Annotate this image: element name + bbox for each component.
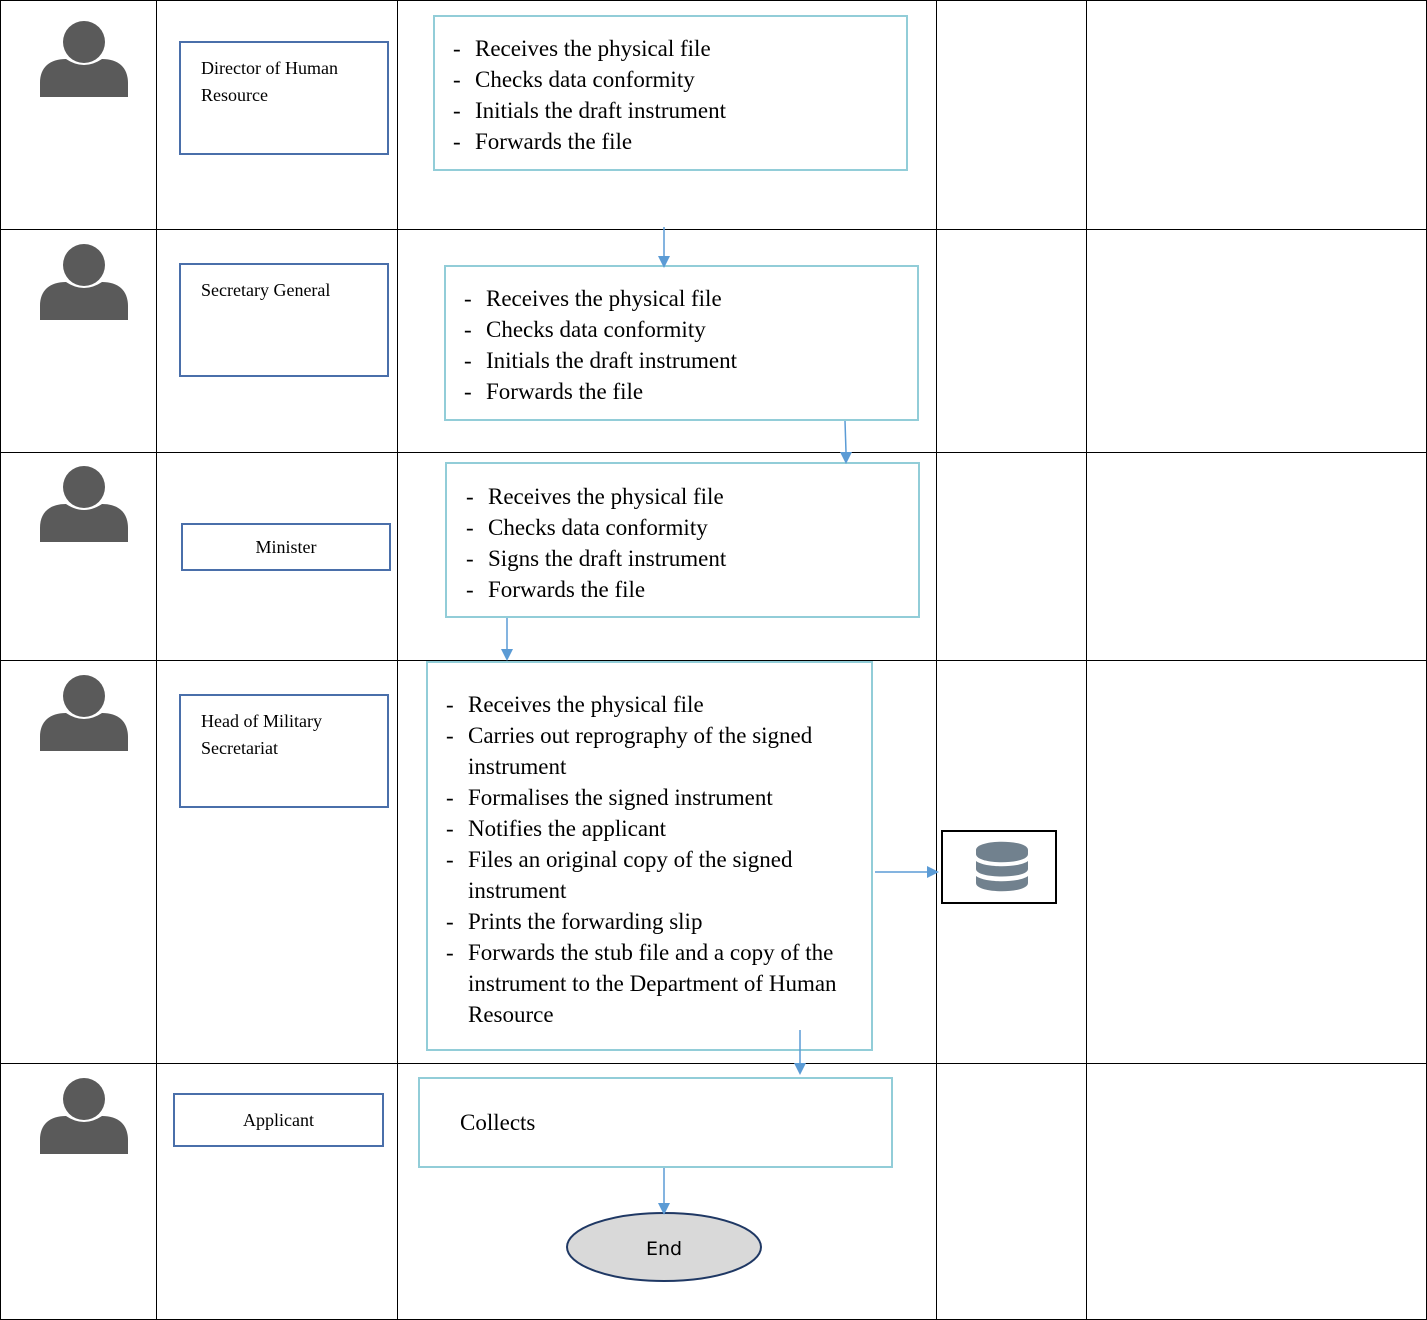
step-item: Forwards the file	[464, 376, 917, 407]
person-icon	[40, 466, 128, 542]
database-icon	[976, 841, 1028, 892]
grid-line	[0, 452, 1427, 453]
grid-line	[0, 1063, 1427, 1064]
arrowhead	[927, 866, 939, 878]
grid-line	[936, 0, 937, 1320]
step-item: Checks data conformity	[466, 512, 918, 543]
role-label: Director of Human Resource	[201, 58, 338, 105]
step-item: Forwards the stub file and a copy of the…	[446, 937, 859, 1030]
person-icon	[40, 244, 128, 320]
grid-line	[0, 229, 1427, 230]
step-item: Carries out reprography of the signed in…	[446, 720, 859, 782]
role-label: Applicant	[243, 1109, 314, 1130]
step-box-minister: Receives the physical file Checks data c…	[445, 462, 920, 618]
step-item: Initials the draft instrument	[464, 345, 917, 376]
arrowhead	[658, 256, 670, 268]
step-item: Files an original copy of the signed ins…	[446, 844, 859, 906]
step-item: Notifies the applicant	[446, 813, 859, 844]
grid-line	[0, 660, 1427, 661]
step-item: Collects	[460, 1109, 536, 1135]
step-box-director-hr: Receives the physical file Checks data c…	[433, 15, 908, 171]
grid-line	[0, 0, 1427, 1]
step-item: Receives the physical file	[446, 689, 859, 720]
role-label: Secretary General	[201, 280, 331, 300]
person-icon	[40, 1078, 128, 1154]
step-item: Checks data conformity	[464, 314, 917, 345]
person-icon	[40, 675, 128, 751]
person-icon	[40, 21, 128, 97]
step-item: Forwards the file	[466, 574, 918, 605]
grid-line	[0, 0, 1, 1320]
step-item: Receives the physical file	[453, 33, 906, 64]
step-item: Prints the forwarding slip	[446, 906, 859, 937]
step-item: Initials the draft instrument	[453, 95, 906, 126]
step-item: Receives the physical file	[464, 283, 917, 314]
step-item: Signs the draft instrument	[466, 543, 918, 574]
end-terminal-label: End	[645, 1238, 683, 1260]
role-box-secretary-general: Secretary General	[179, 263, 389, 377]
role-label: Minister	[255, 536, 317, 557]
grid-line	[397, 0, 398, 1320]
step-item: Formalises the signed instrument	[446, 782, 859, 813]
data-store-box	[941, 830, 1057, 904]
role-box-head-military-secretariat: Head of Military Secretariat	[179, 694, 389, 808]
step-item: Checks data conformity	[453, 64, 906, 95]
arrowhead	[658, 1203, 670, 1215]
step-item: Receives the physical file	[466, 481, 918, 512]
step-box-head-military-secretariat: Receives the physical file Carries out r…	[426, 661, 873, 1051]
role-box-minister: Minister	[181, 523, 391, 571]
step-item: Forwards the file	[453, 126, 906, 157]
arrowhead	[501, 649, 513, 661]
role-label: Head of Military Secretariat	[201, 711, 322, 758]
connector-arrow	[844, 420, 847, 453]
grid-line	[156, 0, 157, 1320]
arrowhead	[794, 1063, 806, 1075]
arrowhead	[840, 452, 852, 464]
role-box-director-hr: Director of Human Resource	[179, 41, 389, 155]
role-box-applicant: Applicant	[173, 1093, 384, 1147]
step-box-secretary-general: Receives the physical file Checks data c…	[444, 265, 919, 421]
step-box-applicant: Collects	[418, 1077, 893, 1168]
grid-line	[1086, 0, 1087, 1320]
